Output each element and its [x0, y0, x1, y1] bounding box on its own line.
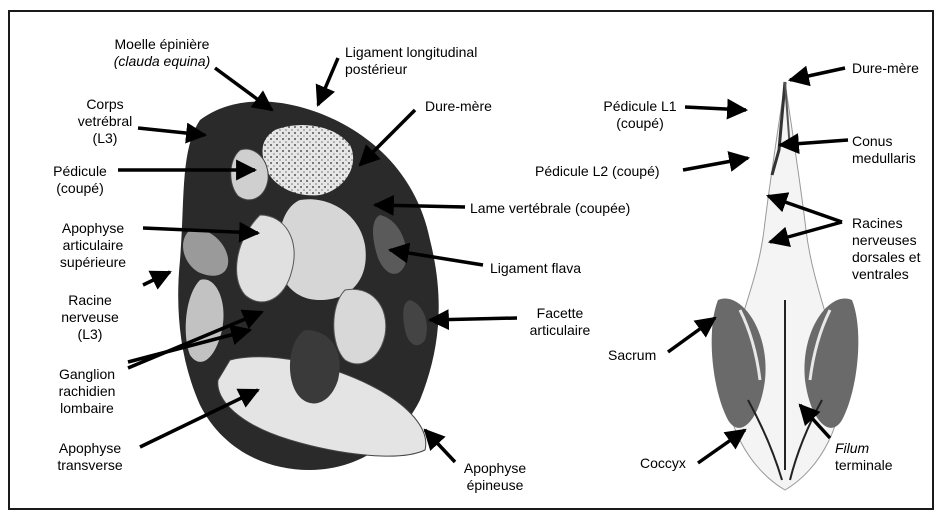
label-dure-mere-left-line1: Dure-mère — [425, 98, 492, 115]
label-sacrum-line1: Sacrum — [608, 347, 656, 364]
label-conus: Conus medullaris — [852, 133, 916, 167]
label-racines-line1: Racines — [852, 215, 920, 232]
vertebra-illustration — [178, 101, 439, 470]
label-pedicule-line1: Pédicule — [35, 163, 125, 180]
label-racine-nerveuse: Racine nerveuse (L3) — [40, 292, 140, 343]
label-apophyse-epi-line1: Apophyse — [445, 460, 545, 477]
label-coccyx-line1: Coccyx — [640, 455, 686, 472]
label-ganglion-line3: lombaire — [42, 400, 132, 417]
label-dure-mere-right: Dure-mère — [852, 60, 919, 77]
label-apophyse-transverse: Apophyse transverse — [40, 440, 140, 474]
label-ganglion-line2: rachidien — [42, 383, 132, 400]
label-corps-line3: (L3) — [60, 130, 150, 147]
label-corps-vertebral: Corps vetrébral (L3) — [60, 96, 150, 147]
label-dure-mere-right-line1: Dure-mère — [852, 60, 919, 77]
label-apophyse-art-line3: supérieure — [38, 254, 148, 271]
label-moelle: Moelle épinière (clauda equina) — [82, 36, 242, 70]
label-racines-nerveuses: Racines nerveuses dorsales et ventrales — [852, 215, 920, 283]
label-racines-line3: dorsales et — [852, 249, 920, 266]
label-ligament-flava: Ligament flava — [490, 260, 581, 277]
label-racines-line4: ventrales — [852, 266, 920, 283]
label-racine-line1: Racine — [40, 292, 140, 309]
label-apophyse-epineuse: Apophyse épineuse — [445, 460, 545, 494]
label-ped-l1-line2: (coupé) — [590, 115, 690, 132]
label-conus-line1: Conus — [852, 133, 916, 150]
label-pedicule-line2: (coupé) — [35, 180, 125, 197]
label-ped-l1-line1: Pédicule L1 — [590, 98, 690, 115]
label-ganglion-line1: Ganglion — [42, 366, 132, 383]
label-facette-line1: Facette — [515, 305, 605, 322]
label-lame-line1: Lame vertébrale (coupée) — [470, 200, 630, 217]
label-racine-line2: nerveuse — [40, 309, 140, 326]
label-dure-mere-left: Dure-mère — [425, 98, 492, 115]
label-ligament-longitudinal-line2: postérieur — [345, 61, 477, 78]
label-ped-l2-line1: Pédicule L2 (coupé) — [535, 163, 660, 180]
label-filum-line2: terminale — [835, 457, 893, 474]
label-moelle-line2: (clauda equina) — [82, 53, 242, 70]
label-corps-line1: Corps — [60, 96, 150, 113]
label-apophyse-art-line1: Apophyse — [38, 220, 148, 237]
label-filum: Filum terminale — [835, 440, 893, 474]
label-apophyse-trans-line1: Apophyse — [40, 440, 140, 457]
label-pedicule-l2: Pédicule L2 (coupé) — [535, 163, 660, 180]
label-racines-line2: nerveuses — [852, 232, 920, 249]
label-ligament-flava-line1: Ligament flava — [490, 260, 581, 277]
label-conus-line2: medullaris — [852, 150, 916, 167]
label-filum-line1: Filum — [835, 440, 893, 457]
label-lame-vertebrale: Lame vertébrale (coupée) — [470, 200, 630, 217]
label-sacrum: Sacrum — [608, 347, 656, 364]
label-ganglion: Ganglion rachidien lombaire — [42, 366, 132, 417]
label-pedicule-l1: Pédicule L1 (coupé) — [590, 98, 690, 132]
label-facette-articulaire: Facette articulaire — [515, 305, 605, 339]
label-facette-line2: articulaire — [515, 322, 605, 339]
label-apophyse-epi-line2: épineuse — [445, 477, 545, 494]
label-apophyse-articulaire: Apophyse articulaire supérieure — [38, 220, 148, 271]
label-pedicule: Pédicule (coupé) — [35, 163, 125, 197]
label-coccyx: Coccyx — [640, 455, 686, 472]
label-apophyse-trans-line2: transverse — [40, 457, 140, 474]
label-ligament-longitudinal-line1: Ligament longitudinal — [345, 44, 477, 61]
label-ligament-longitudinal: Ligament longitudinal postérieur — [345, 44, 477, 78]
label-corps-line2: vetrébral — [60, 113, 150, 130]
label-apophyse-art-line2: articulaire — [38, 237, 148, 254]
label-racine-line3: (L3) — [40, 326, 140, 343]
label-moelle-line1: Moelle épinière — [82, 36, 242, 53]
